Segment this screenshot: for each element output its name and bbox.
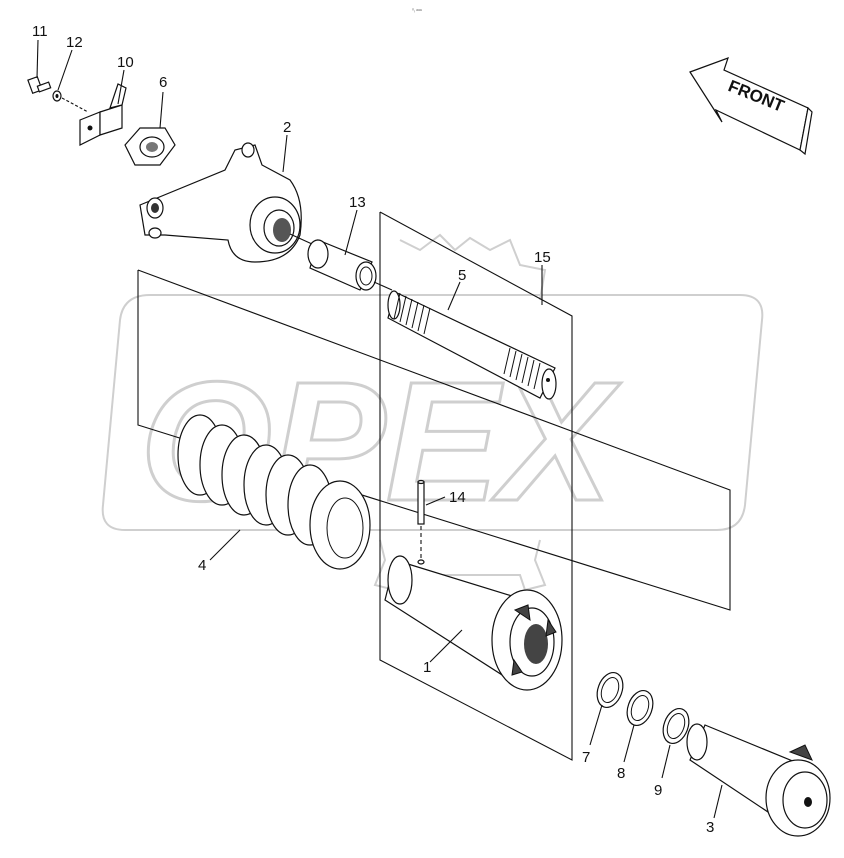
callout-11: 11 bbox=[32, 23, 48, 40]
callout-4: 4 bbox=[198, 557, 206, 574]
callout-6: 6 bbox=[159, 74, 167, 91]
opex-watermark: OPEX bbox=[101, 233, 764, 592]
bolt-part-11 bbox=[27, 75, 52, 95]
callout-5: 5 bbox=[458, 267, 466, 284]
nut-part-6 bbox=[124, 127, 176, 166]
callout-14: 14 bbox=[449, 489, 466, 506]
assembly-frame-large bbox=[137, 269, 731, 611]
callout-15: 15 bbox=[534, 249, 551, 266]
assembly-frame-15 bbox=[379, 211, 573, 761]
callout-12: 12 bbox=[66, 34, 83, 51]
callout-13: 13 bbox=[349, 194, 366, 211]
idler-part-1 bbox=[384, 555, 563, 691]
o-ring-part-8 bbox=[626, 689, 654, 727]
callout-10: 10 bbox=[117, 54, 134, 71]
yoke-part-2 bbox=[139, 142, 302, 263]
spring-part-4 bbox=[177, 414, 371, 570]
callout-3: 3 bbox=[706, 819, 714, 836]
bracket-part-10 bbox=[79, 83, 127, 146]
callout-1: 1 bbox=[423, 659, 431, 676]
front-arrow: FRONT bbox=[689, 57, 813, 156]
callout-8: 8 bbox=[617, 765, 625, 782]
pin-part-14 bbox=[417, 479, 425, 565]
o-ring-part-9 bbox=[662, 707, 690, 745]
seal-part-7 bbox=[596, 671, 624, 709]
callout-7: 7 bbox=[582, 749, 590, 766]
shaft-part-5 bbox=[387, 290, 557, 400]
callout-9: 9 bbox=[654, 782, 662, 799]
callout-2: 2 bbox=[283, 119, 291, 136]
bushing-part-13 bbox=[307, 239, 377, 291]
leader-lines bbox=[36, 39, 723, 819]
washer-part-12 bbox=[52, 90, 62, 102]
callout-labels: 11 12 10 6 2 13 5 15 14 4 1 7 8 9 3 bbox=[32, 23, 714, 836]
collar-part-3 bbox=[686, 723, 831, 837]
svg-text:⁰ᵢ ᵃᵃᵃ: ⁰ᵢ ᵃᵃᵃ bbox=[412, 8, 422, 14]
